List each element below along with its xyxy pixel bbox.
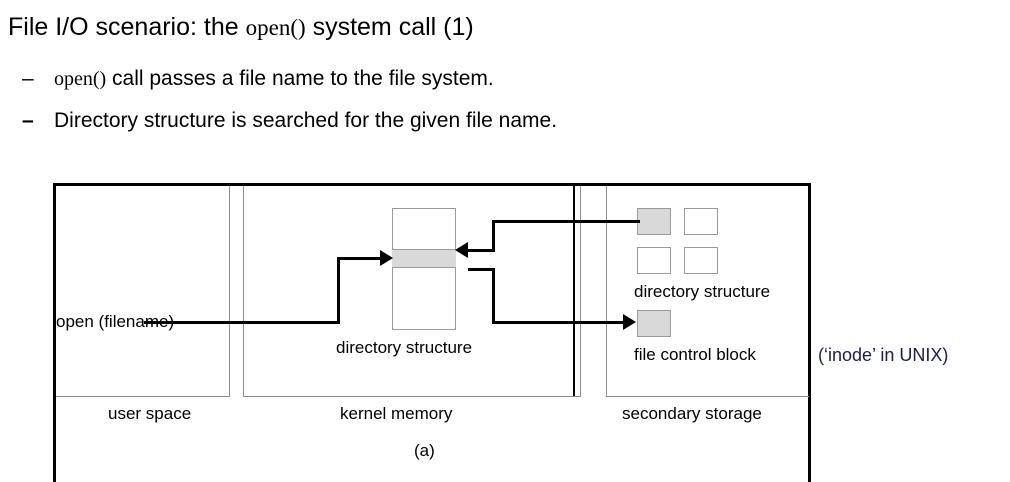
annotation-inode-unix: (‘inode’ in UNIX) [818,345,949,365]
panel-bottom-user-space [56,396,230,397]
secondary-directory-cell-4 [684,247,718,274]
diagram-frame-left [53,183,56,482]
page-title-prefix: File I/O scenario: the [8,13,246,41]
page-title: File I/O scenario: the open() system cal… [8,12,474,43]
wire-kernel-to-fcb-tail [492,321,628,324]
file-control-block-cell [637,310,671,337]
panel-bottom-kernel-memory [243,396,581,397]
panel-divider-kernel-right [580,186,581,397]
wire-open-call-to-dir [337,257,384,260]
label-kernel-directory-structure: directory structure [336,338,473,357]
kernel-directory-structure-block [392,208,456,330]
arrowhead-back-to-directory-structure-icon [455,242,468,258]
arrowhead-into-directory-structure-icon [380,250,393,266]
bullet-1-text: call passes a file name to the file syst… [106,67,494,90]
wire-kernel-to-fcb-head [468,268,495,271]
wire-open-call-riser [337,257,340,324]
diagram-frame-right [808,183,811,482]
wire-dircell-to-kernel-top [492,220,640,223]
wire-kernel-to-fcb-drop [492,268,495,324]
page-title-code: open() [245,15,306,40]
diagram-frame-top [53,183,811,186]
secondary-directory-cell-2 [684,208,718,235]
arrowhead-into-file-control-block-icon [623,314,636,330]
label-file-control-block: file control block [634,345,756,364]
bullet-dash-icon: – [22,109,34,132]
label-secondary-directory-structure: directory structure [634,282,771,301]
panel-label-kernel-memory: kernel memory [340,404,453,423]
panel-label-secondary-storage: secondary storage [622,404,762,423]
bullet-item-2: –Directory structure is searched for the… [22,108,557,134]
page-title-suffix: system call (1) [305,13,474,41]
secondary-directory-cell-3 [637,247,671,274]
wire-dircell-to-kernel-tail [468,249,495,252]
bullet-1-code: open() [54,68,107,90]
bullet-2-text: Directory structure is searched for the … [54,109,558,132]
wire-dircell-to-kernel-drop [492,220,495,252]
panel-bottom-secondary-storage [606,396,809,397]
figure-caption: (a) [414,441,435,460]
panel-divider-secondary-left [606,186,607,397]
wire-open-call-horizontal [144,321,340,324]
label-open-filename: open (filename) [56,312,175,331]
panel-label-user-space: user space [108,404,192,423]
bullet-dash-icon: – [22,67,34,90]
panel-divider-user-right [229,186,230,397]
bullet-item-1: –open() call passes a file name to the f… [22,66,494,92]
panel-divider-kernel-left [243,186,244,397]
secondary-directory-cell-1 [637,208,671,235]
kernel-directory-entry-highlight [392,249,456,268]
panel-divider-midline [573,186,575,397]
